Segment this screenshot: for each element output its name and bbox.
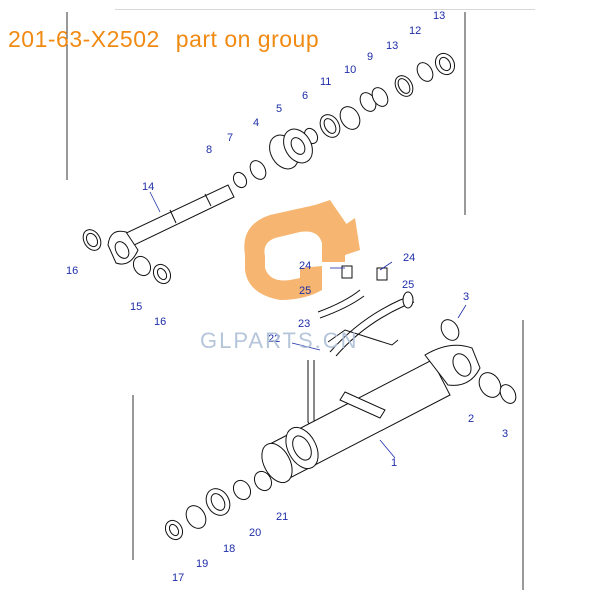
callout-labels: 13 12 13 9 10 11 6 5 4 7 8 14 16 15 16 2… bbox=[66, 10, 508, 584]
logo-watermark bbox=[244, 200, 360, 300]
callout-label: 11 bbox=[320, 76, 331, 88]
callout-label: 8 bbox=[206, 144, 212, 156]
top-border-line bbox=[115, 9, 535, 10]
callout-label: 7 bbox=[227, 132, 233, 144]
part-number: 201-63-X2502 bbox=[8, 26, 160, 52]
callout-label: 24 bbox=[403, 252, 415, 264]
callout-label: 20 bbox=[249, 527, 261, 539]
callout-label: 17 bbox=[172, 572, 184, 584]
callout-label: 13 bbox=[386, 40, 398, 52]
callout-label: 19 bbox=[196, 558, 208, 570]
lower-seals-group bbox=[164, 470, 273, 541]
callout-label: 3 bbox=[502, 428, 508, 440]
seal-rings-group bbox=[232, 52, 456, 189]
callout-label: 5 bbox=[276, 103, 282, 115]
callout-label: 22 bbox=[268, 333, 280, 345]
callout-label: 15 bbox=[130, 301, 142, 313]
callout-label: 21 bbox=[276, 511, 288, 523]
callout-label: 10 bbox=[344, 64, 356, 76]
piston-rod bbox=[82, 184, 235, 285]
callout-label: 16 bbox=[154, 316, 166, 328]
callout-label: 24 bbox=[299, 260, 311, 272]
title-suffix: part on group bbox=[175, 26, 320, 52]
watermark-text: GLPARTS.CN bbox=[200, 328, 359, 353]
callout-label: 25 bbox=[402, 279, 414, 291]
callout-label: 2 bbox=[468, 413, 474, 425]
callout-label: 14 bbox=[142, 181, 154, 193]
callout-label: 16 bbox=[66, 265, 78, 277]
callout-label: 25 bbox=[299, 285, 311, 297]
callout-label: 13 bbox=[433, 10, 445, 22]
callout-label: 23 bbox=[298, 318, 310, 330]
callout-label: 18 bbox=[223, 543, 235, 555]
callout-label: 12 bbox=[409, 25, 421, 37]
callout-label: 4 bbox=[253, 117, 259, 129]
leader-lines bbox=[149, 191, 467, 459]
callout-label: 9 bbox=[367, 51, 373, 63]
cylinder-tube bbox=[261, 319, 517, 484]
page-title: 201-63-X2502 part on group bbox=[8, 26, 319, 53]
callout-label: 3 bbox=[463, 291, 469, 303]
frame-lines bbox=[66, 12, 524, 590]
callout-label: 6 bbox=[302, 90, 308, 102]
callout-label: 1 bbox=[391, 457, 397, 469]
